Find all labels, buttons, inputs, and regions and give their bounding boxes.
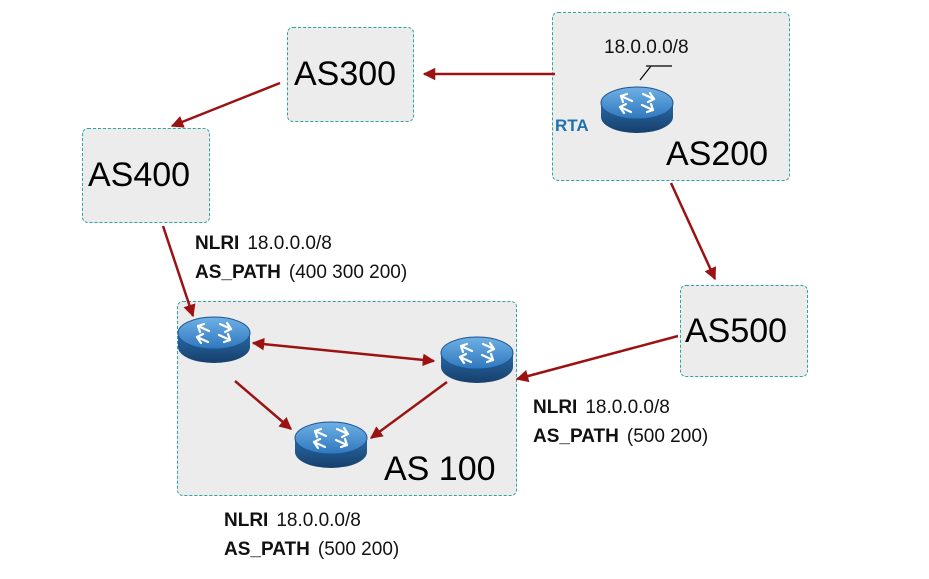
router-icon-as100-c bbox=[293, 420, 369, 470]
annotation-internal-nlri: NLRI 18.0.0.0/8 bbox=[224, 511, 361, 530]
as200-box bbox=[552, 12, 790, 181]
edge-as400-as100 bbox=[161, 225, 196, 318]
as400-box bbox=[82, 128, 210, 223]
nlri-key: NLRI bbox=[195, 233, 240, 254]
annotation-as400-nlri: NLRI 18.0.0.0/8 bbox=[195, 234, 332, 253]
as-path-value: (500 200) bbox=[317, 539, 400, 560]
router-icon-rta bbox=[599, 85, 675, 135]
as-path-key: AS_PATH bbox=[533, 426, 619, 447]
edge-as500-as100 bbox=[515, 334, 679, 383]
annotation-as400-path: AS_PATH (400 300 200) bbox=[195, 263, 407, 282]
as400-label: AS400 bbox=[88, 156, 191, 194]
edge-ibgp-a-b bbox=[251, 337, 436, 367]
as100-label: AS 100 bbox=[384, 450, 496, 488]
as300-box bbox=[287, 27, 414, 122]
as200-label: AS200 bbox=[666, 135, 769, 173]
as-path-value: (500 200) bbox=[626, 426, 709, 447]
edge-as300-as400 bbox=[170, 81, 281, 128]
as-path-key: AS_PATH bbox=[224, 539, 310, 560]
prefix-leader-line bbox=[639, 65, 652, 81]
nlri-key: NLRI bbox=[533, 397, 578, 418]
as500-label: AS500 bbox=[685, 312, 788, 350]
rta-router-label: RTA bbox=[555, 116, 589, 135]
annotation-as500-path: AS_PATH (500 200) bbox=[533, 427, 708, 446]
as-path-value: (400 300 200) bbox=[288, 262, 408, 283]
edge-as200-as500 bbox=[669, 182, 717, 281]
as-path-key: AS_PATH bbox=[195, 262, 281, 283]
router-icon-as100-b bbox=[439, 335, 515, 385]
nlri-value: 18.0.0.0/8 bbox=[276, 510, 361, 531]
annotation-internal-path: AS_PATH (500 200) bbox=[224, 540, 399, 559]
edge-ibgp-a-c bbox=[234, 380, 292, 430]
as500-box bbox=[680, 285, 808, 377]
rta-prefix-label: 18.0.0.0/8 bbox=[604, 37, 689, 58]
nlri-key: NLRI bbox=[224, 510, 269, 531]
as300-label: AS300 bbox=[294, 55, 397, 93]
annotation-as500-nlri: NLRI 18.0.0.0/8 bbox=[533, 398, 670, 417]
nlri-value: 18.0.0.0/8 bbox=[585, 397, 670, 418]
router-icon-as100-a bbox=[176, 315, 252, 365]
edge-ibgp-b-c bbox=[369, 380, 448, 440]
nlri-value: 18.0.0.0/8 bbox=[247, 233, 332, 254]
